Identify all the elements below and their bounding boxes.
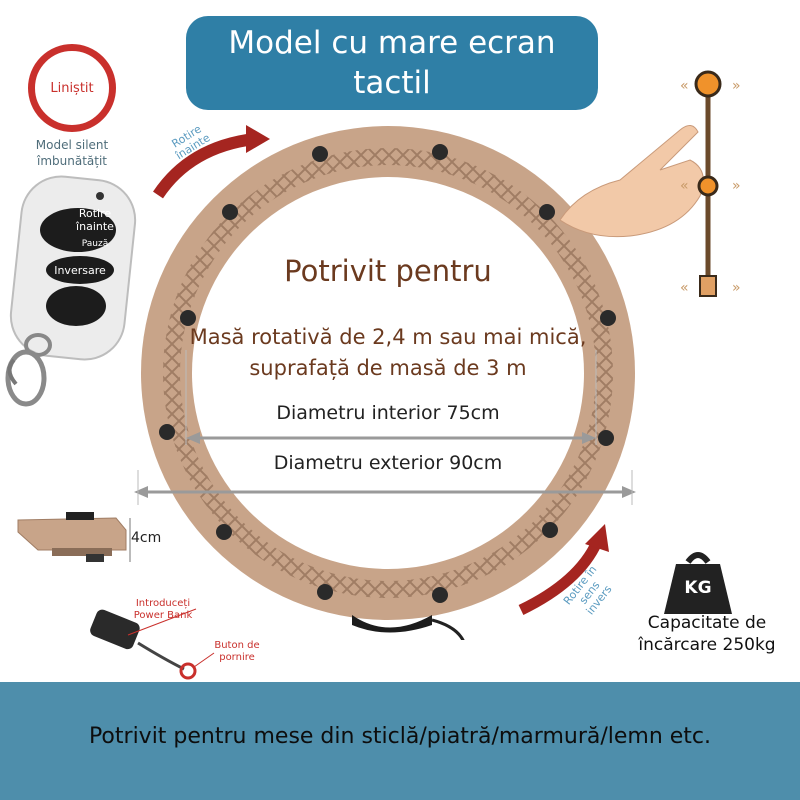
load-capacity-label: Capacitate de încărcare 250kg bbox=[638, 613, 776, 655]
side-profile bbox=[17, 512, 131, 562]
svg-text:«: « bbox=[680, 280, 689, 296]
turntable-ring bbox=[141, 126, 635, 640]
silent-note: Model silent îmbunătățit bbox=[35, 138, 109, 168]
suitable-heading: Potrivit pentru bbox=[284, 254, 492, 288]
weight-icon bbox=[664, 552, 732, 614]
remote-reverse-button[interactable] bbox=[46, 286, 106, 326]
remote-pause-button[interactable] bbox=[46, 256, 114, 284]
start-button-icon bbox=[179, 662, 197, 680]
svg-text:«: « bbox=[680, 178, 689, 194]
remote-forward-label: Rotire înainte bbox=[76, 207, 114, 233]
footer-text: Potrivit pentru mese din sticlă/piatră/m… bbox=[88, 724, 712, 749]
power-switch-housing bbox=[352, 615, 432, 633]
weight-icon-label: KG bbox=[684, 578, 712, 598]
hand-icon bbox=[560, 125, 704, 238]
svg-text:»: » bbox=[732, 178, 741, 194]
svg-text:«: « bbox=[680, 78, 689, 94]
power-bank-label: Introduceți Power Bank bbox=[133, 598, 193, 621]
silent-badge: Liniștit bbox=[28, 44, 116, 132]
bearing-balls bbox=[159, 144, 616, 603]
remote-pause-label: Pauză bbox=[81, 239, 109, 249]
remote-control bbox=[5, 175, 137, 407]
reverse-rotation-arrow bbox=[518, 524, 609, 615]
thickness-label: 4cm bbox=[131, 530, 162, 546]
keyring-icon bbox=[5, 349, 47, 407]
outer-diameter-label: Diametru exterior 90cm bbox=[273, 452, 503, 474]
remote-reverse-label: Inversare bbox=[54, 264, 106, 277]
touch-gesture-illustration: « » « » « » bbox=[560, 70, 741, 297]
dimension-lines bbox=[134, 350, 636, 505]
svg-text:»: » bbox=[732, 280, 741, 296]
inner-diameter-label: Diametru interior 75cm bbox=[276, 402, 500, 424]
power-cable bbox=[90, 608, 215, 680]
suitable-description: Masă rotativă de 2,4 m sau mai mică, sup… bbox=[189, 325, 587, 380]
start-button-label: Buton de pornire bbox=[214, 640, 260, 663]
remote-forward-button[interactable] bbox=[40, 208, 116, 252]
footer-banner bbox=[0, 682, 800, 800]
page-title: Model cu mare ecran tactil bbox=[228, 25, 556, 101]
svg-text:»: » bbox=[732, 78, 741, 94]
silent-badge-label: Liniștit bbox=[50, 80, 94, 96]
forward-rotation-arrow bbox=[153, 125, 270, 199]
power-bank-plug-icon bbox=[90, 609, 140, 650]
title-banner: Model cu mare ecran tactil bbox=[186, 16, 598, 110]
